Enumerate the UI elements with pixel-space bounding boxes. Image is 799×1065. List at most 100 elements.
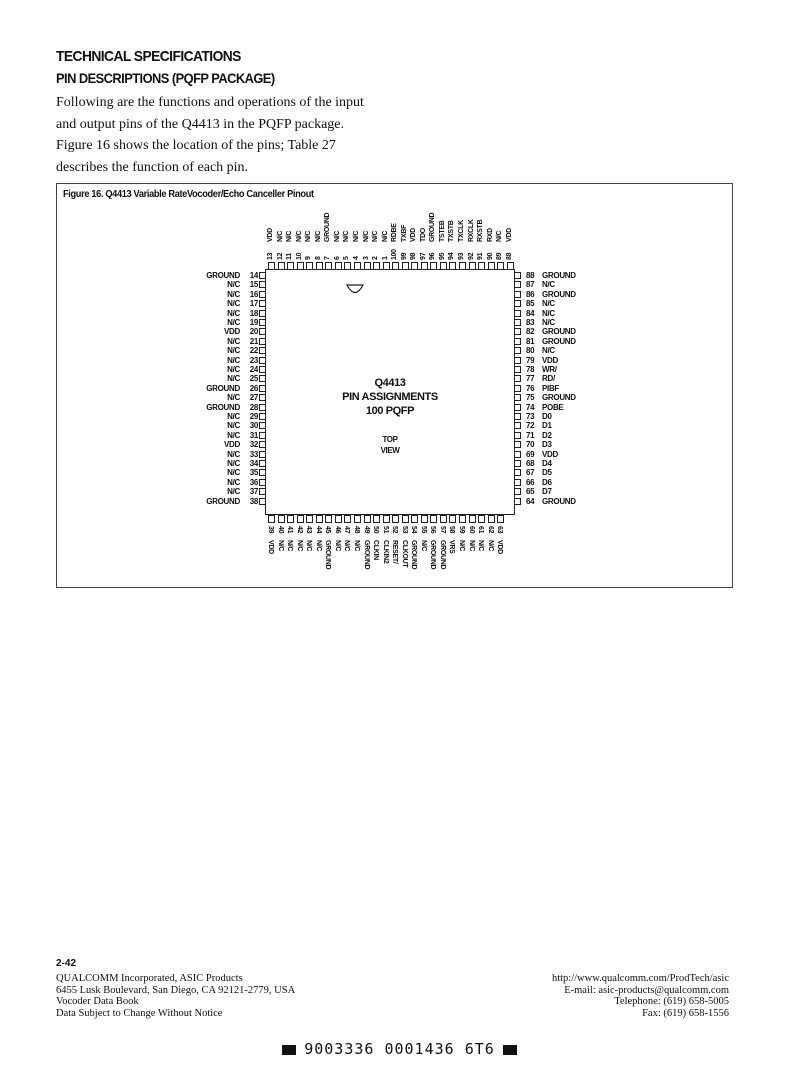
pin-pad xyxy=(514,403,521,411)
pin-name: N/C xyxy=(419,540,427,552)
pin-number: 93 xyxy=(458,252,465,260)
pin-number: 9 xyxy=(305,256,313,260)
pin-number: 8 xyxy=(314,256,322,260)
pin-number: 64 xyxy=(526,496,535,506)
pin-pad xyxy=(259,384,266,392)
pin-number: 25 xyxy=(249,374,259,384)
pin-name: N/C xyxy=(227,280,240,290)
pin-number: 29 xyxy=(249,412,259,421)
pin-name: GROUND xyxy=(542,289,576,299)
pin-number: 32 xyxy=(249,440,259,450)
chip-subtitle: PIN ASSIGNMENTS xyxy=(342,391,438,403)
pin-pad xyxy=(514,290,521,298)
pin-name: VRS xyxy=(448,540,456,554)
pin-name: GROUND xyxy=(206,383,240,393)
pin-name: N/C xyxy=(381,230,389,242)
pin-name: N/C xyxy=(227,459,240,468)
pin-pad xyxy=(514,469,521,477)
pin-pad xyxy=(334,262,342,270)
pin-number: 71 xyxy=(526,430,535,440)
pin-number: 80 xyxy=(526,346,535,356)
pin-pad xyxy=(373,262,381,270)
pin-name: VDD xyxy=(267,540,274,554)
pin-name: TDO xyxy=(419,228,427,242)
pin-name: TSTEB xyxy=(438,220,446,242)
footer-email: E-mail: asic-products@qualcomm.com xyxy=(564,984,729,996)
pin-pad xyxy=(514,488,521,496)
pin-name: N/C xyxy=(295,230,303,242)
pin-number: 23 xyxy=(249,355,259,365)
pin-name: D5 xyxy=(542,468,552,478)
pin-pad xyxy=(514,309,521,317)
pin-name: N/C xyxy=(227,346,240,356)
pin-pad xyxy=(315,515,323,523)
pin-pad xyxy=(296,262,304,270)
pin-name: CLKOUT xyxy=(400,540,408,568)
pin-name: N/C xyxy=(227,477,240,487)
pin-name: TXBF xyxy=(400,224,408,242)
pin-number: 82 xyxy=(526,327,535,337)
pin-number: 10 xyxy=(295,252,303,260)
pin-pad xyxy=(459,262,466,270)
pin-number: 50 xyxy=(372,526,380,534)
pin-pad xyxy=(487,515,495,523)
pin-name: TXCLK xyxy=(458,220,465,242)
pin-name: VDD xyxy=(496,540,504,554)
pin-pad xyxy=(287,515,295,523)
pin-number: 22 xyxy=(249,346,259,356)
intro-line: Following are the functions and operatio… xyxy=(56,95,364,110)
pin-number: 7 xyxy=(324,256,332,260)
footer-line: QUALCOMM Incorporated, ASIC Products xyxy=(56,973,243,984)
pin-name: GROUND xyxy=(542,327,576,337)
pin-number: 89 xyxy=(496,252,504,260)
pin-name: GROUND xyxy=(206,496,240,506)
pin-pad xyxy=(514,497,521,505)
pin-name: N/C xyxy=(227,393,240,403)
pin-number: 42 xyxy=(295,526,303,534)
pin-pad xyxy=(306,262,314,270)
pin-name: CLKIN2 xyxy=(381,540,389,564)
pin-pad xyxy=(259,478,266,486)
pin-name: N/C xyxy=(295,540,303,552)
pin-pad xyxy=(277,515,285,523)
pin-pad xyxy=(497,262,505,270)
pin-name: N/C xyxy=(227,365,240,374)
pin-number: 92 xyxy=(467,252,475,260)
pin-pad xyxy=(439,262,447,270)
pin-pad xyxy=(514,384,521,392)
pin-number: 76 xyxy=(526,383,535,393)
pin-pad xyxy=(259,460,266,467)
pin-number: 2 xyxy=(372,256,380,260)
chip-name: Q4413 xyxy=(374,377,406,389)
footer-fax: Fax: (619) 658-1556 xyxy=(642,1007,729,1019)
pin-name: N/C xyxy=(362,230,370,242)
figure-frame xyxy=(56,183,733,588)
pin-pad xyxy=(259,441,266,449)
pin-number: 31 xyxy=(249,430,259,440)
pin-number: 47 xyxy=(343,526,351,534)
page-number: 2-42 xyxy=(56,958,77,969)
pin-pad xyxy=(296,515,304,523)
pin-number: 84 xyxy=(526,308,535,318)
pin-number: 65 xyxy=(526,487,535,497)
pin-name: N/C xyxy=(542,318,555,327)
pin-pad xyxy=(363,262,371,270)
pin-number: 21 xyxy=(249,336,259,346)
pin-name: VDD xyxy=(542,449,558,459)
pin-pad xyxy=(514,375,521,383)
pin-number: 33 xyxy=(249,449,259,459)
pin-name: N/C xyxy=(352,540,360,552)
pin-pad xyxy=(259,347,266,355)
pin-number: 83 xyxy=(526,318,535,327)
pin-number: 36 xyxy=(249,477,259,487)
chip-top-label: TOP xyxy=(382,435,398,444)
pin-pad xyxy=(514,366,521,373)
intro-line: Figure 16 shows the location of the pins… xyxy=(56,138,336,153)
pin-number: 5 xyxy=(343,256,351,260)
pin-number: 30 xyxy=(249,421,259,431)
pin-number: 38 xyxy=(249,496,259,506)
pin-name: D6 xyxy=(542,477,552,487)
pin-pad xyxy=(514,422,521,430)
pin-number: 75 xyxy=(526,393,535,403)
chip-package: 100 PQFP xyxy=(365,405,415,417)
